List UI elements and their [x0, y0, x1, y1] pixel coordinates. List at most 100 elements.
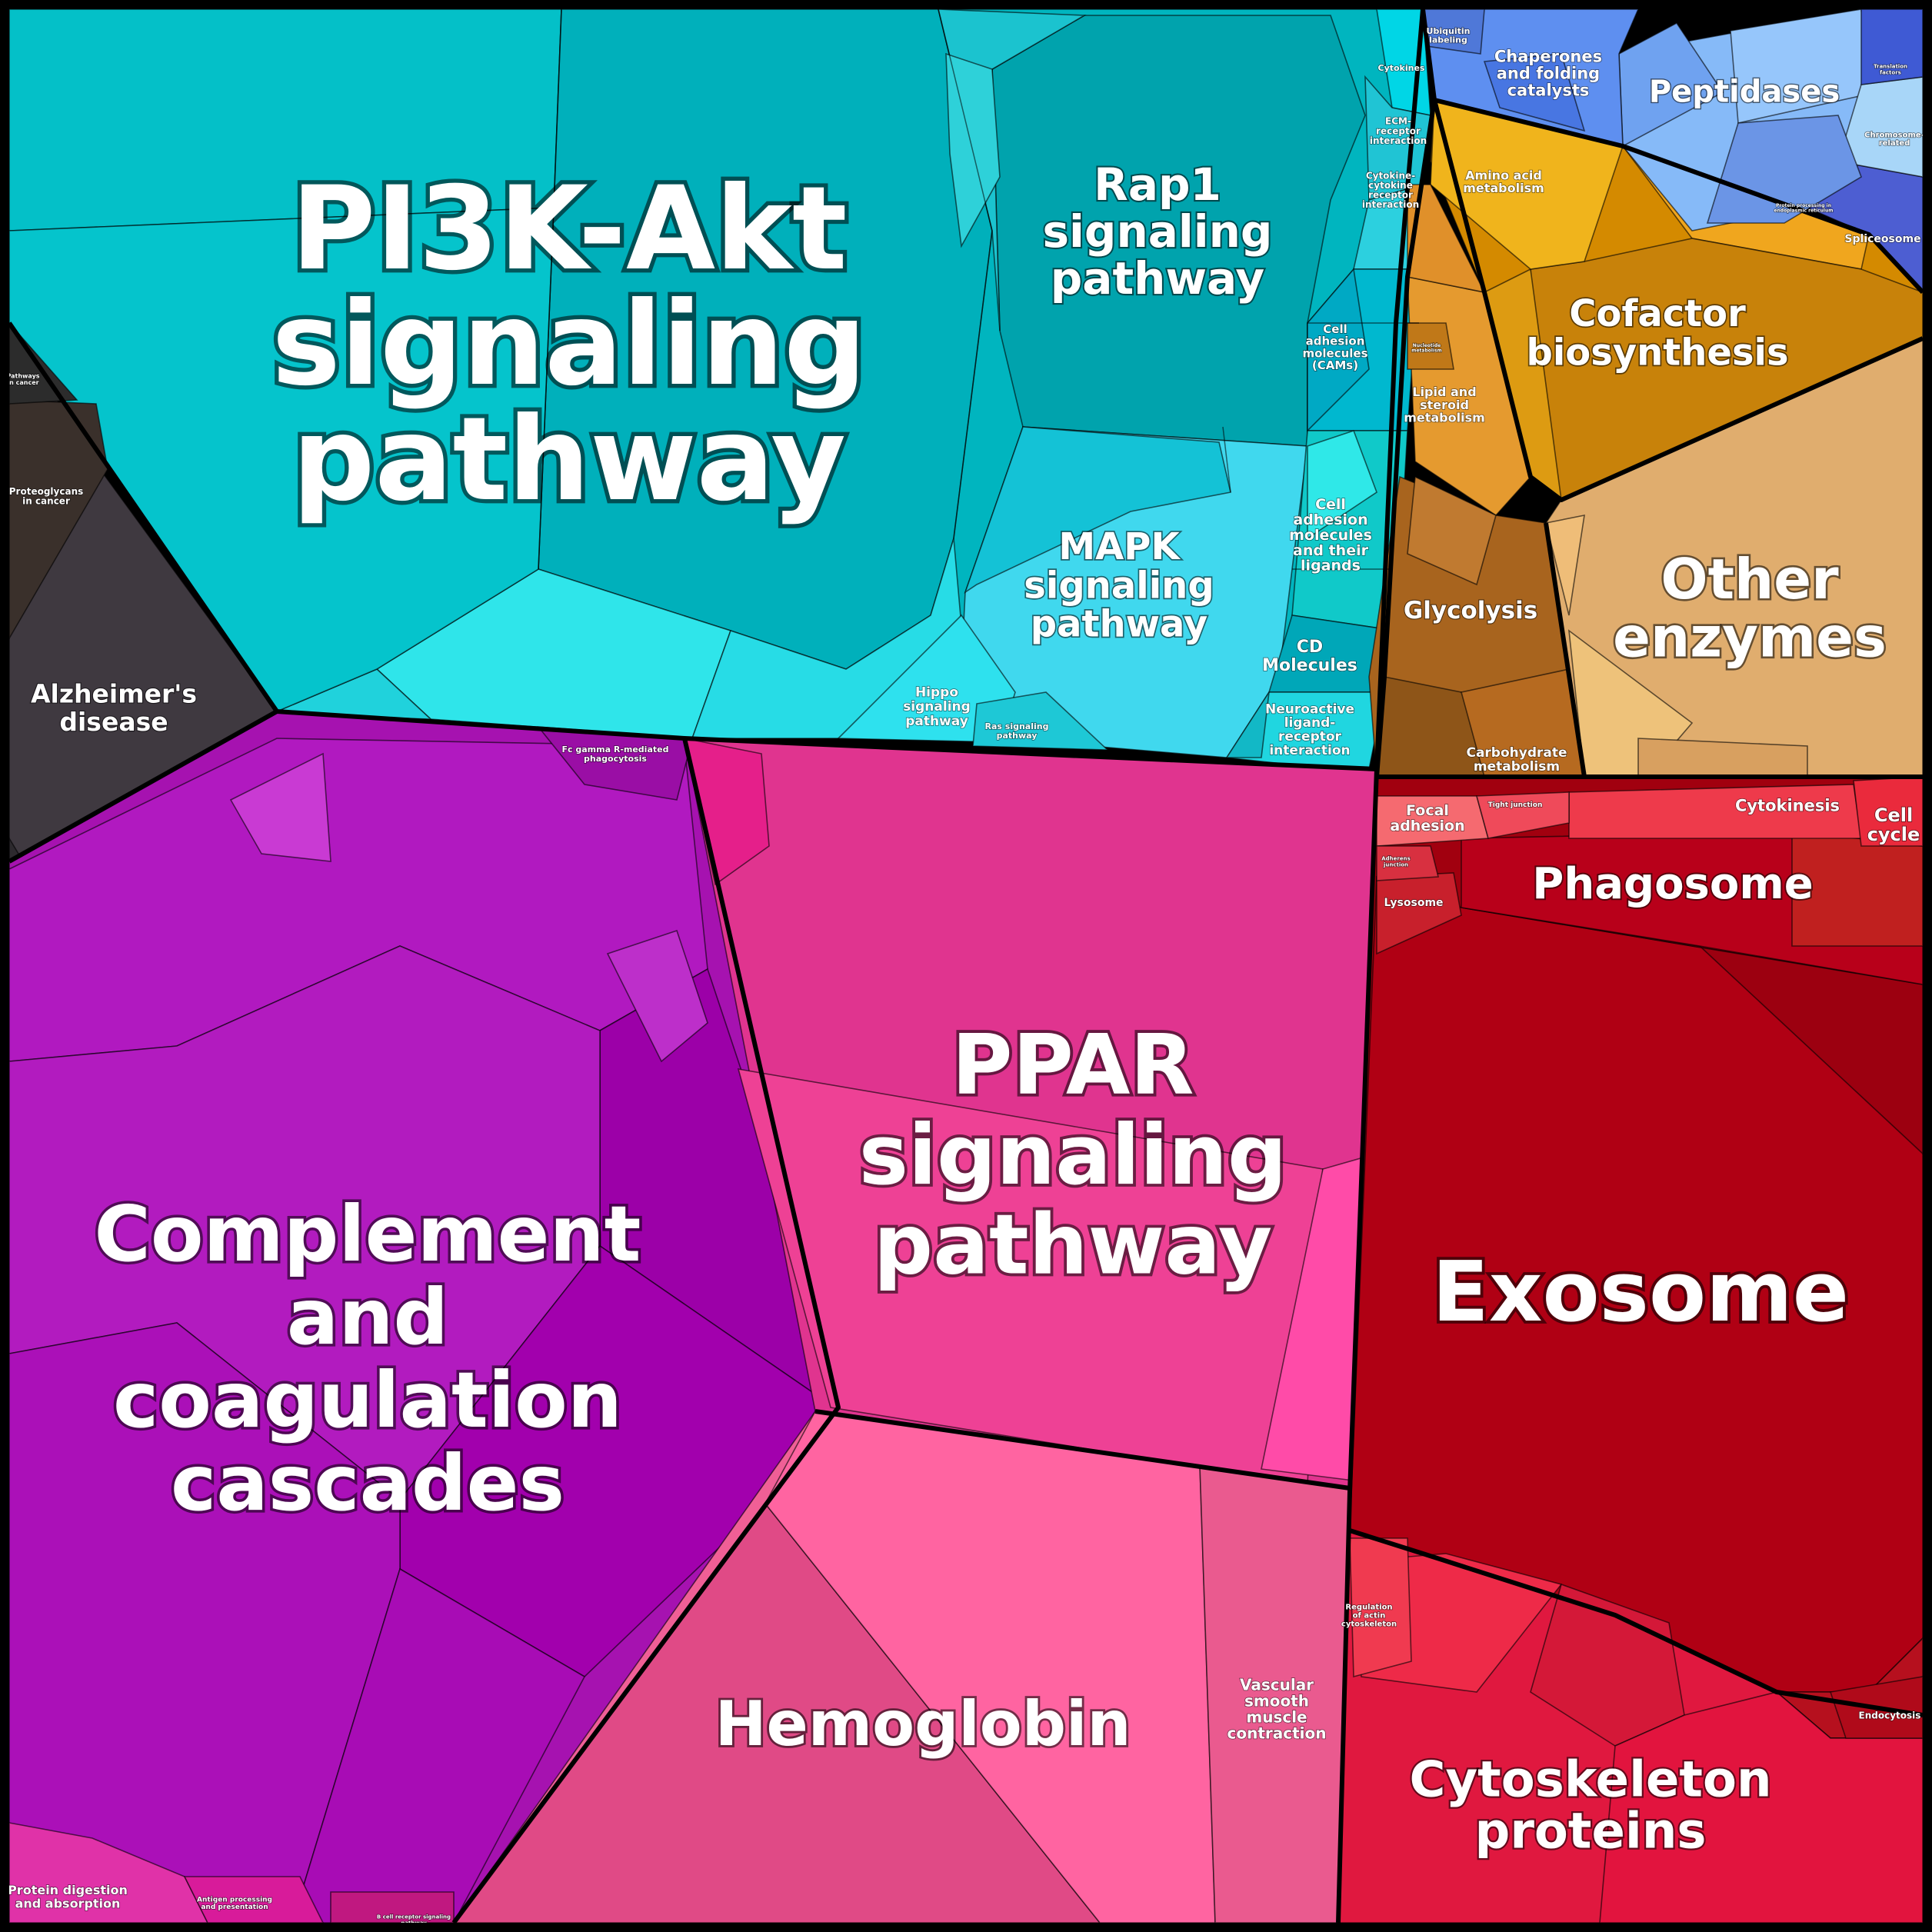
rap1-label-line: Rap1 [1094, 158, 1221, 211]
proteo-label-line: Proteoglycans [9, 486, 84, 497]
red-left [1336, 768, 1379, 1924]
phagosome-label: Phagosome [1532, 859, 1813, 909]
fcg-label-line: phagocytosis [584, 754, 647, 764]
endocytosis-label: Endocytosis [1859, 1710, 1921, 1720]
ccr-label-line: receptor [1368, 190, 1413, 201]
chromo-label-line: Chromosome- [1864, 131, 1924, 139]
pi3k-edges2 [938, 8, 993, 539]
cellcycle-label-line: cycle [1867, 824, 1920, 845]
protproc-label-line: endoplasmic reticulum [1774, 208, 1833, 213]
lysosome-label-line: Lysosome [1384, 897, 1443, 909]
hemoglobin-label: Hemoglobin [715, 1688, 1131, 1760]
carbo-label-line: metabolism [1474, 759, 1560, 774]
complement-label-line: coagulation [113, 1355, 622, 1445]
exosome-label-line: Exosome [1432, 1244, 1849, 1341]
neuro-b-cell [1225, 691, 1270, 758]
cams-label-line: (CAMs) [1312, 358, 1358, 372]
rap1-label-line: pathway [1051, 252, 1264, 305]
fcg-label-line: Fc gamma R-mediated [562, 744, 669, 754]
hippo-label-line: Hippo [915, 685, 958, 700]
pathcancer-label-line: Pathways [6, 373, 39, 380]
cams-label-line: molecules [1302, 346, 1367, 360]
pink-inner [814, 1409, 1351, 1491]
glyco-c-cell [1407, 475, 1497, 586]
camlig-label-line: adhesion [1293, 511, 1367, 528]
tight-label-line: Tight junction [1488, 801, 1543, 809]
antigen-label-line: and presentation [201, 1904, 268, 1911]
camlig-label-line: ligands [1301, 558, 1361, 575]
nucleo-label-line: Nucleotide [1413, 343, 1441, 348]
comp-h-cell [229, 752, 331, 862]
hippo-label-line: signaling [903, 699, 971, 715]
protdig-label-line: Protein digestion [8, 1883, 128, 1897]
cams-label-line: adhesion [1306, 335, 1365, 348]
ecm-label-line: ECM- [1385, 116, 1411, 127]
camlig-label-line: and their [1293, 542, 1369, 559]
cytokinesis-label-line: Cytokinesis [1735, 797, 1840, 815]
neuro-label-line: Neuroactive [1265, 701, 1354, 717]
endocytosis-label-line: Endocytosis [1859, 1710, 1921, 1720]
blue-bottom [1421, 8, 1925, 295]
mapk-label-line: signaling [1024, 564, 1214, 607]
lysosome-label: Lysosome [1384, 897, 1443, 909]
vsm-label-line: muscle [1246, 1708, 1307, 1727]
ccr-label-line: interaction [1362, 199, 1419, 210]
protproc-cell [1706, 115, 1862, 224]
focal-label-line: adhesion [1390, 818, 1464, 834]
spliceosome-label-line: Spliceosome [1844, 233, 1920, 245]
ras-label-line: pathway [997, 731, 1038, 741]
ras-label-line: Ras signaling [985, 721, 1049, 731]
ubiquitin-label-line: labeling [1429, 35, 1467, 45]
pink-left [451, 738, 841, 1924]
protproc-label-line: Protein processing in [1776, 203, 1831, 208]
regactin-label-line: Regulation [1345, 1604, 1392, 1612]
alz-label-line: disease [59, 707, 168, 737]
ppar-label-line: PPAR [951, 1018, 1194, 1114]
pi3k-label-line: signaling [271, 278, 866, 411]
nucleo-cell [1407, 322, 1454, 370]
mapk-b-cell [964, 426, 1231, 594]
chaperones-label-line: catalysts [1507, 82, 1590, 100]
antigen-label-line: Antigen processing [197, 1896, 272, 1904]
other-label-line: enzymes [1613, 605, 1887, 670]
adherens-label-line: junction [1383, 861, 1408, 868]
vsm-label-line: Vascular [1240, 1676, 1314, 1694]
chaperones-label-line: Chaperones [1494, 48, 1602, 66]
chromo-label-line: related [1879, 139, 1910, 148]
lipid-label-line: metabolism [1404, 411, 1485, 425]
pi3k-edges [538, 8, 562, 570]
neuro-label-line: interaction [1269, 743, 1350, 758]
vsm-label-line: contraction [1227, 1724, 1326, 1743]
amino-label-line: metabolism [1463, 181, 1544, 195]
mapk-label-line: MAPK [1058, 525, 1181, 568]
proteo-label-line: in cancer [22, 496, 70, 507]
hippo-label-line: pathway [905, 714, 968, 729]
orange-inner [1432, 99, 1924, 502]
camlig-label-line: molecules [1289, 527, 1372, 544]
other-d-cell [1545, 514, 1585, 616]
neuro-label-line: receptor [1278, 729, 1341, 744]
cofactor-label-line: biosynthesis [1526, 331, 1788, 374]
